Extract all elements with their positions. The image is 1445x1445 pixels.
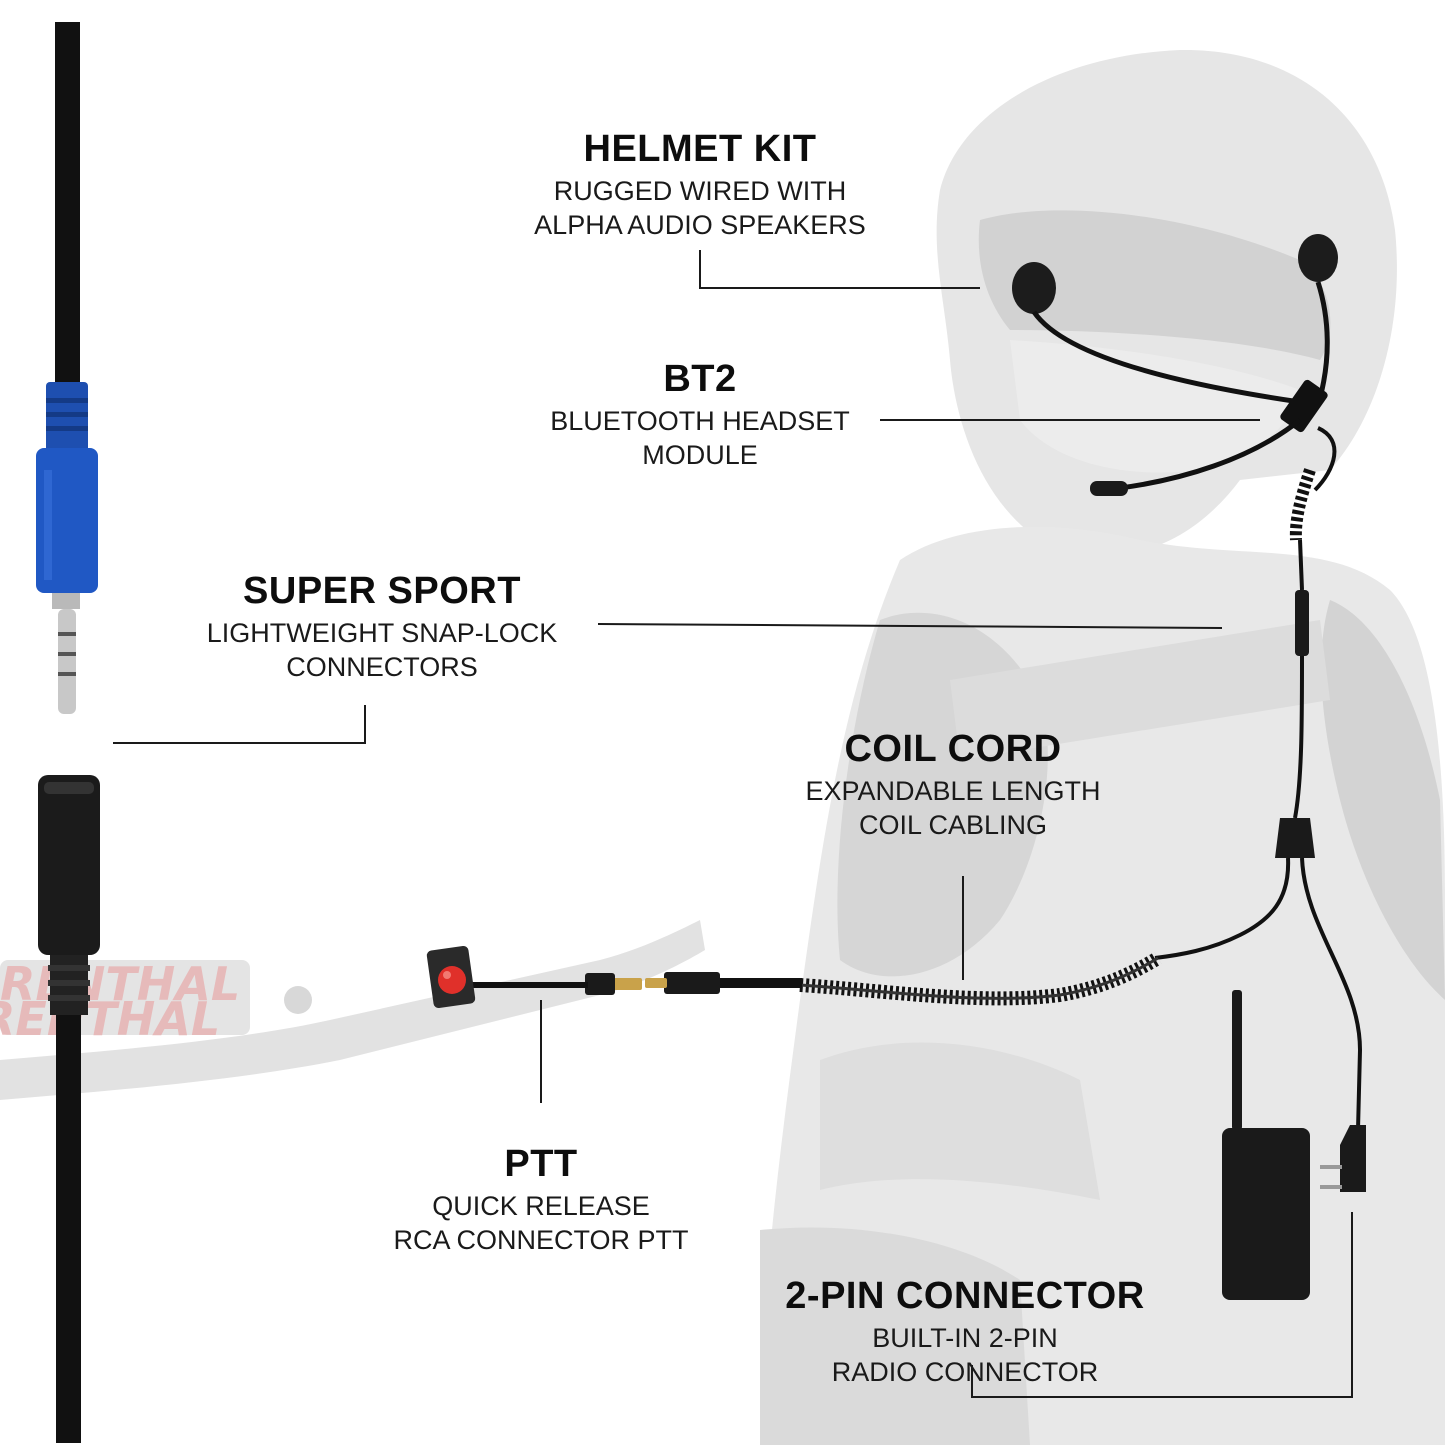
handlebar-brand-text: RENTHAL <box>0 957 240 1011</box>
callout-desc: EXPANDABLE LENGTH <box>805 776 1101 806</box>
callout-title: 2-PIN CONNECTOR <box>785 1275 1145 1317</box>
boom-mic <box>1090 481 1128 496</box>
radio-icon <box>1222 990 1310 1300</box>
y-splitter <box>1275 818 1315 858</box>
leader-lines <box>113 250 1353 1398</box>
callout-desc: BLUETOOTH HEADSET <box>550 406 850 436</box>
callout-desc: RADIO CONNECTOR <box>831 1357 1099 1387</box>
callout-two-pin: 2-PIN CONNECTOR BUILT-IN 2-PIN RADIO CON… <box>740 1277 1190 1389</box>
callout-desc: RUGGED WIRED WITH <box>553 176 847 206</box>
callout-desc: MODULE <box>642 440 758 470</box>
handlebar <box>0 920 705 1100</box>
callout-coil-cord: COIL CORD EXPANDABLE LENGTH COIL CABLING <box>753 730 1153 842</box>
callout-bt2: BT2 BLUETOOTH HEADSET MODULE <box>500 360 900 472</box>
callout-title: PTT <box>504 1143 578 1185</box>
callout-desc: CONNECTORS <box>286 652 478 682</box>
super-sport-socket <box>38 775 100 1443</box>
ptt-button <box>426 946 476 1008</box>
left-speaker <box>1012 262 1056 314</box>
callout-desc: RCA CONNECTOR PTT <box>393 1225 689 1255</box>
two-pin-leader <box>971 1212 1353 1398</box>
two-pin-plug <box>1340 1125 1366 1192</box>
callout-super-sport: SUPER SPORT LIGHTWEIGHT SNAP-LOCK CONNEC… <box>172 572 592 684</box>
bt2-module <box>1280 379 1328 433</box>
super-sport-leader <box>597 623 1223 629</box>
callout-title: COIL CORD <box>844 728 1062 770</box>
callout-desc: COIL CABLING <box>858 810 1048 840</box>
callout-helmet-kit: HELMET KIT RUGGED WIRED WITH ALPHA AUDIO… <box>500 130 900 242</box>
callout-desc: QUICK RELEASE <box>432 1191 650 1221</box>
callout-desc: ALPHA AUDIO SPEAKERS <box>534 210 866 240</box>
coil-cord <box>799 952 1162 1006</box>
right-speaker <box>1298 234 1338 282</box>
callout-title: SUPER SPORT <box>243 570 521 612</box>
callout-desc: BUILT-IN 2-PIN <box>872 1323 1058 1353</box>
rca-male <box>645 978 667 988</box>
callout-desc: LIGHTWEIGHT SNAP-LOCK <box>206 618 558 648</box>
svg-text:RENTHAL: RENTHAL <box>0 992 220 1046</box>
helmet-kit-leader <box>699 250 980 289</box>
callout-title: HELMET KIT <box>583 128 817 170</box>
callout-ptt: PTT QUICK RELEASE RCA CONNECTOR PTT <box>341 1145 741 1257</box>
super-sport-leader-2 <box>113 705 366 744</box>
super-sport-plug <box>36 382 98 714</box>
callout-title: BT2 <box>663 358 737 400</box>
